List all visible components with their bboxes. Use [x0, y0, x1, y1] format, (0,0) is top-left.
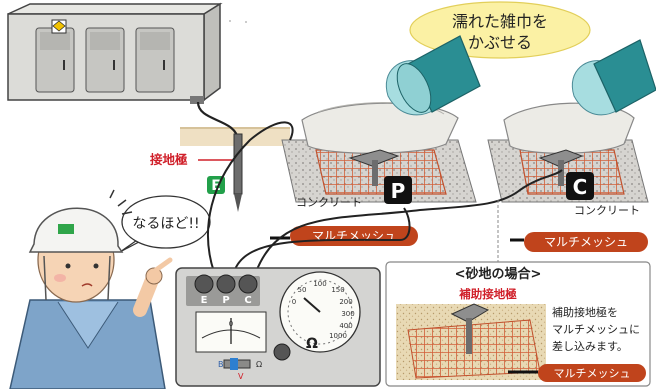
inset-mesh-tag: マルチメッシュ — [554, 367, 631, 380]
lead-wire-p — [233, 207, 411, 273]
terminal-badge-p-bg — [384, 176, 412, 204]
surprise-dashes — [109, 189, 133, 215]
lead-wire-c — [255, 169, 563, 273]
inset-note-line3: 差し込みます。 — [552, 339, 628, 353]
dial-tick-400: 400 — [339, 322, 352, 330]
switch-label-b: B — [218, 360, 224, 369]
sand-case-inset: <砂地の場合> 補助接地極 補助接地極を マルチメッシュに 差し込みます。 マル… — [385, 200, 651, 387]
dial-tick-300: 300 — [341, 310, 354, 318]
terminal-badge-c: C — [573, 175, 588, 199]
dial-tick-0: 0 — [292, 298, 296, 306]
terminal-knob-c — [238, 274, 258, 294]
concrete-slab-left — [281, 102, 477, 203]
dial-tick-50: 50 — [298, 286, 307, 294]
concrete-label-right: コンクリート — [574, 204, 640, 217]
dial-tick-100: 100 — [313, 280, 326, 288]
earth-electrode-spike — [233, 133, 243, 212]
dial-tick-150: 150 — [331, 286, 344, 294]
terminal-badge-e: E — [211, 178, 221, 194]
terminal-knob-p — [216, 274, 236, 294]
mesh-tag-right: マルチメッシュ — [524, 232, 648, 252]
scale-zero-label: 0 — [229, 320, 233, 328]
inset-title: <砂地の場合> — [455, 266, 542, 282]
bucket-left — [385, 35, 481, 116]
earth-electrode-label: 接地極 — [150, 152, 188, 167]
meter-terminal-c: C — [244, 295, 251, 306]
inset-note-line2: マルチメッシュに — [552, 323, 640, 336]
switch-label-v: V — [238, 372, 244, 381]
switch-label-ohm: Ω — [256, 360, 262, 369]
concrete-label-left: コンクリート — [296, 196, 362, 209]
terminal-badge-p: P — [391, 179, 406, 203]
earth-resistance-meter: E P C 0 B V Ω 50 100 150 200 300 400 100… — [175, 267, 381, 387]
speech-bubble: なるほど!! — [119, 195, 211, 253]
meter-terminal-p: P — [222, 295, 229, 306]
decor-marks — [229, 20, 247, 23]
inset-aux-label: 補助接地極 — [458, 287, 517, 301]
lead-wire-e — [207, 121, 294, 273]
electrode-p-on-slab — [348, 149, 400, 186]
mesh-tag-right-text: マルチメッシュ — [544, 235, 628, 249]
mesh-tag-left: マルチメッシュ — [290, 226, 418, 246]
callout-line1: 濡れた雑巾を — [452, 12, 548, 31]
worker-figure — [9, 207, 173, 389]
terminal-knob-e — [194, 274, 214, 294]
dial-ohm-symbol: Ω — [306, 336, 318, 352]
speech-bubble-text: なるほど!! — [132, 216, 199, 232]
inset-note-line1: 補助接地極を — [552, 305, 618, 319]
dial-knob — [273, 343, 291, 361]
bucket-right — [571, 39, 656, 116]
electrode-c-on-slab — [538, 149, 584, 186]
electrical-cabinet — [7, 2, 223, 104]
callout-line2: かぶせる — [468, 33, 532, 52]
terminal-badge-c-bg — [566, 172, 594, 200]
dial-tick-200: 200 — [339, 298, 352, 306]
meter-terminal-e: E — [201, 295, 208, 306]
dial-tick-1000: 1000 — [329, 332, 347, 340]
